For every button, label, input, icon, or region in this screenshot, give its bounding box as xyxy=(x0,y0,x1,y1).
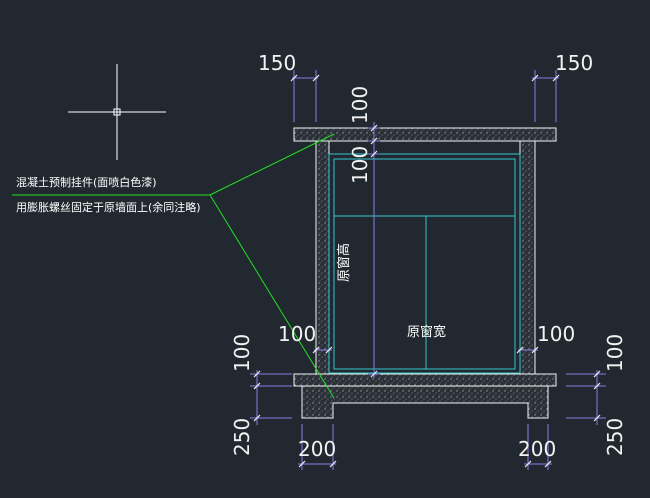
left-wall xyxy=(315,140,330,375)
dim-sill-right-100: 100 xyxy=(537,322,575,346)
window-width-label: 原窗宽 xyxy=(407,324,446,340)
sill-base-block xyxy=(301,385,549,419)
dim-left-100: 100 xyxy=(230,334,254,372)
annotation-line-1: 混凝土预制挂件(面喷白色漆) xyxy=(16,175,157,189)
dim-right-250: 250 xyxy=(603,418,627,456)
crosshair-icon xyxy=(68,64,166,160)
dim-left-250: 250 xyxy=(230,418,254,456)
dim-right-100: 100 xyxy=(603,334,627,372)
top-coping-slab xyxy=(293,127,557,142)
annotation-line-2: 用膨胀螺丝固定于原墙面上(余同注略) xyxy=(16,200,201,214)
leader-lines xyxy=(12,133,335,399)
dimension-ticks xyxy=(253,74,601,468)
dim-vertical-100-b: 100 xyxy=(348,146,372,184)
dim-vertical-100-a: 100 xyxy=(348,86,372,124)
dim-bottom-right-200: 200 xyxy=(518,437,556,461)
sill-slab xyxy=(293,373,557,387)
dimension-lines xyxy=(250,70,606,470)
dim-top-right-150: 150 xyxy=(555,51,593,75)
dim-sill-left-100: 100 xyxy=(278,322,316,346)
right-wall xyxy=(519,140,536,375)
dim-bottom-left-200: 200 xyxy=(298,437,336,461)
window-frame xyxy=(328,153,521,374)
window-height-label: 原窗高 xyxy=(336,243,352,282)
dim-top-left-150: 150 xyxy=(258,51,296,75)
